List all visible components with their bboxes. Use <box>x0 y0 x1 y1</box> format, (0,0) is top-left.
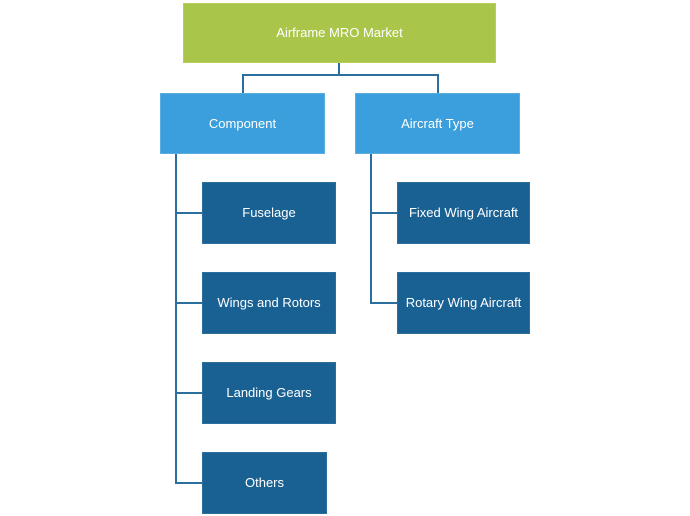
branch-node-aircraft-type: Aircraft Type <box>355 93 520 154</box>
leaf-node-rotary-wing-aircraft: Rotary Wing Aircraft <box>397 272 530 334</box>
connector-component-to-children <box>175 154 202 484</box>
leaf-node-fixed-wing-aircraft: Fixed Wing Aircraft <box>397 182 530 244</box>
leaf-node-label: Others <box>244 475 284 490</box>
branch-node-label: Component <box>208 115 277 131</box>
leaf-node-others: Others <box>202 452 327 514</box>
branch-node-label: Aircraft Type <box>401 115 474 131</box>
leaf-node-fuselage: Fuselage <box>202 182 336 244</box>
leaf-node-wings-and-rotors: Wings and Rotors <box>202 272 336 334</box>
connector-root-to-branches <box>242 63 439 93</box>
root-node-airframe-mro-market: Airframe MRO Market <box>183 3 496 63</box>
leaf-node-label: Fuselage <box>242 205 296 220</box>
root-node-label: Airframe MRO Market <box>276 25 403 40</box>
leaf-node-label: Landing Gears <box>226 385 312 400</box>
leaf-node-label: Wings and Rotors <box>217 295 321 310</box>
connector-aircraft-type-to-children <box>370 154 397 304</box>
leaf-node-landing-gears: Landing Gears <box>202 362 336 424</box>
branch-node-component: Component <box>160 93 325 154</box>
leaf-node-label: Fixed Wing Aircraft <box>408 205 519 220</box>
leaf-node-label: Rotary Wing Aircraft <box>405 295 522 310</box>
